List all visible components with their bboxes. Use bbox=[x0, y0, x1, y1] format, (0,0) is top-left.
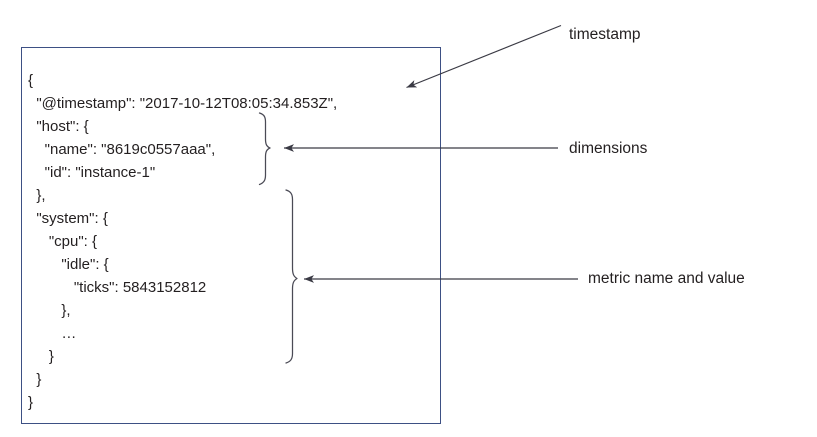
json-code-text: { "@timestamp": "2017-10-12T08:05:34.853… bbox=[28, 72, 338, 411]
json-document-box bbox=[21, 47, 441, 424]
annotation-label-dimensions: dimensions bbox=[569, 140, 648, 157]
annotation-label-timestamp: timestamp bbox=[569, 26, 641, 43]
annotation-label-metric: metric name and value bbox=[588, 270, 745, 287]
